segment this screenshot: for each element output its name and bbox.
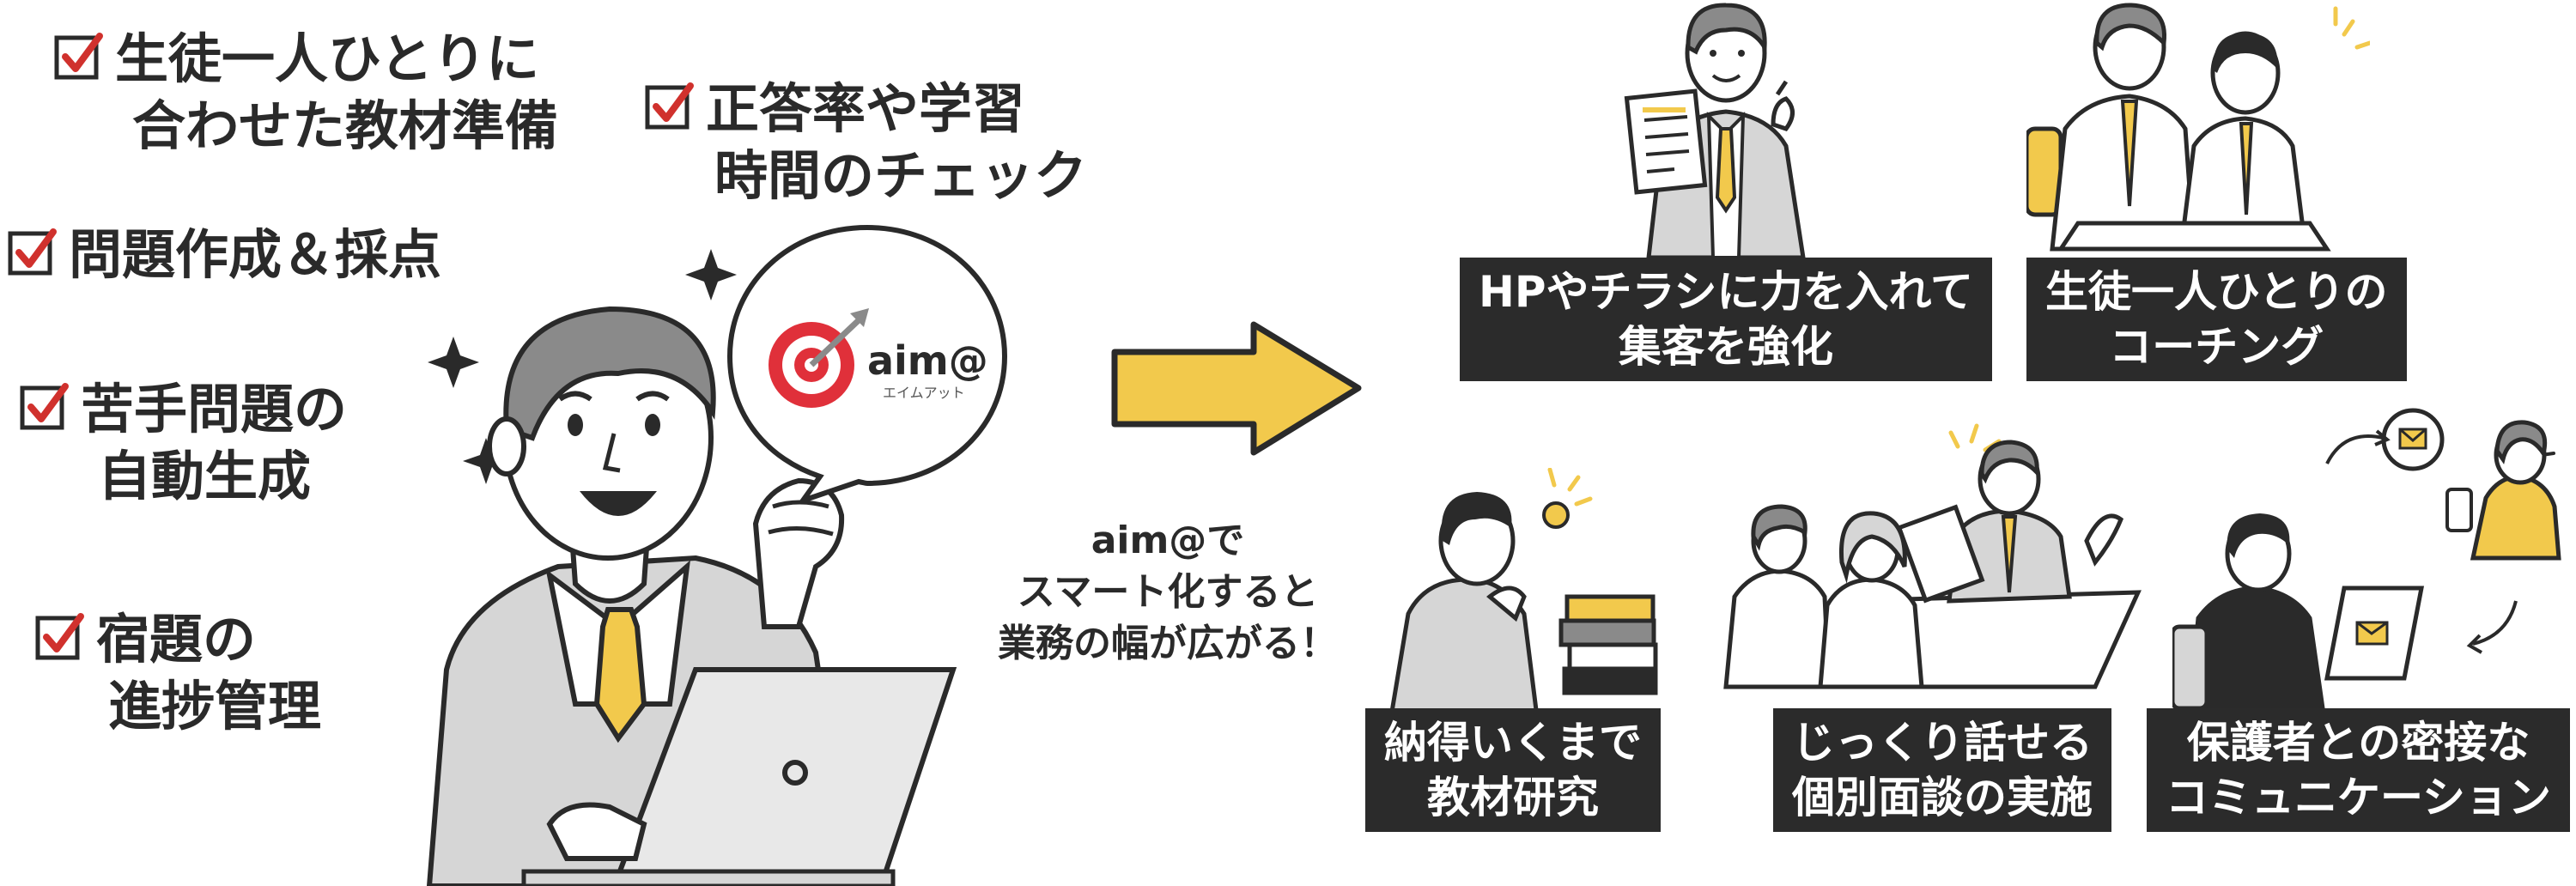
arrow-explanation-line: aim@で xyxy=(1091,519,1245,562)
caption-line: 保護者との密接な xyxy=(2186,718,2530,768)
task-label: 宿題の xyxy=(96,608,257,671)
caption-interview: じっくり話せる 個別面談の実施 xyxy=(1773,708,2111,832)
task-label-line2: 時間のチェック xyxy=(714,144,1088,207)
caption-line: 集客を強化 xyxy=(1619,322,1833,372)
caption-line: 個別面談の実施 xyxy=(1792,773,2093,822)
arrow-explanation-line: 業務の幅が広がる！ xyxy=(998,622,1338,665)
sparkle-icon xyxy=(428,249,737,484)
task-item-materials: 生徒一人ひとりに 合わせた教材準備 xyxy=(53,26,558,160)
caption-line: 納得いくまで xyxy=(1384,718,1642,768)
task-label-line2: 自動生成 xyxy=(98,445,312,507)
caption-line: じっくり話せる xyxy=(1792,718,2093,768)
task-item-weak-problems: 苦手問題の 自動生成 xyxy=(19,376,347,510)
target-logo-icon xyxy=(769,308,869,408)
task-item-homework: 宿題の 進捗管理 xyxy=(34,606,321,740)
speech-bubble xyxy=(726,224,1008,502)
checkbox-checked-icon xyxy=(35,613,84,660)
task-label: 生徒一人ひとりに xyxy=(115,27,540,90)
checkbox-checked-icon xyxy=(54,33,103,80)
flyer-man-illustration xyxy=(1624,3,1806,258)
checkbox-checked-icon xyxy=(8,228,57,276)
caption-marketing: HPやチラシに力を入れて 集客を強化 xyxy=(1460,258,1992,381)
task-label-line2: 進捗管理 xyxy=(108,675,322,737)
arrow-explanation: aim@で スマート化すると 業務の幅が広がる！ xyxy=(987,515,1348,670)
right-arrow-icon xyxy=(1111,321,1362,456)
checkbox-checked-icon xyxy=(645,82,694,130)
coaching-illustration xyxy=(2026,3,2370,252)
research-illustration xyxy=(1388,468,1658,717)
caption-research: 納得いくまで 教材研究 xyxy=(1365,708,1661,832)
task-label: 正答率や学習 xyxy=(706,77,1026,140)
caption-line: 教材研究 xyxy=(1427,773,1599,822)
task-label: 問題作成＆採点 xyxy=(69,223,442,286)
caption-coaching: 生徒一人ひとりの コーチング xyxy=(2026,258,2407,381)
task-item-check: 正答率や学習 時間のチェック xyxy=(644,76,1087,209)
interview-illustration xyxy=(1723,423,2142,689)
task-label-line2: 合わせた教材準備 xyxy=(132,94,559,157)
caption-line: 生徒一人ひとりの xyxy=(2045,267,2388,317)
logo-name: aim@ xyxy=(867,337,988,384)
parent-communication-illustration xyxy=(2172,408,2561,708)
caption-line: コミュニケーション xyxy=(2166,773,2551,822)
caption-line: HPやチラシに力を入れて xyxy=(1479,267,1973,317)
task-label: 苦手問題の xyxy=(81,378,348,440)
arrow-explanation-line: スマート化すると xyxy=(1017,570,1319,614)
task-item-grading: 問題作成＆採点 xyxy=(7,222,441,288)
caption-line: コーチング xyxy=(2109,322,2324,372)
logo-reading: エイムアット xyxy=(883,385,965,401)
teacher-with-laptop-illustration xyxy=(426,249,957,886)
caption-parent-communication: 保護者との密接な コミュニケーション xyxy=(2147,708,2570,832)
checkbox-checked-icon xyxy=(20,383,69,430)
